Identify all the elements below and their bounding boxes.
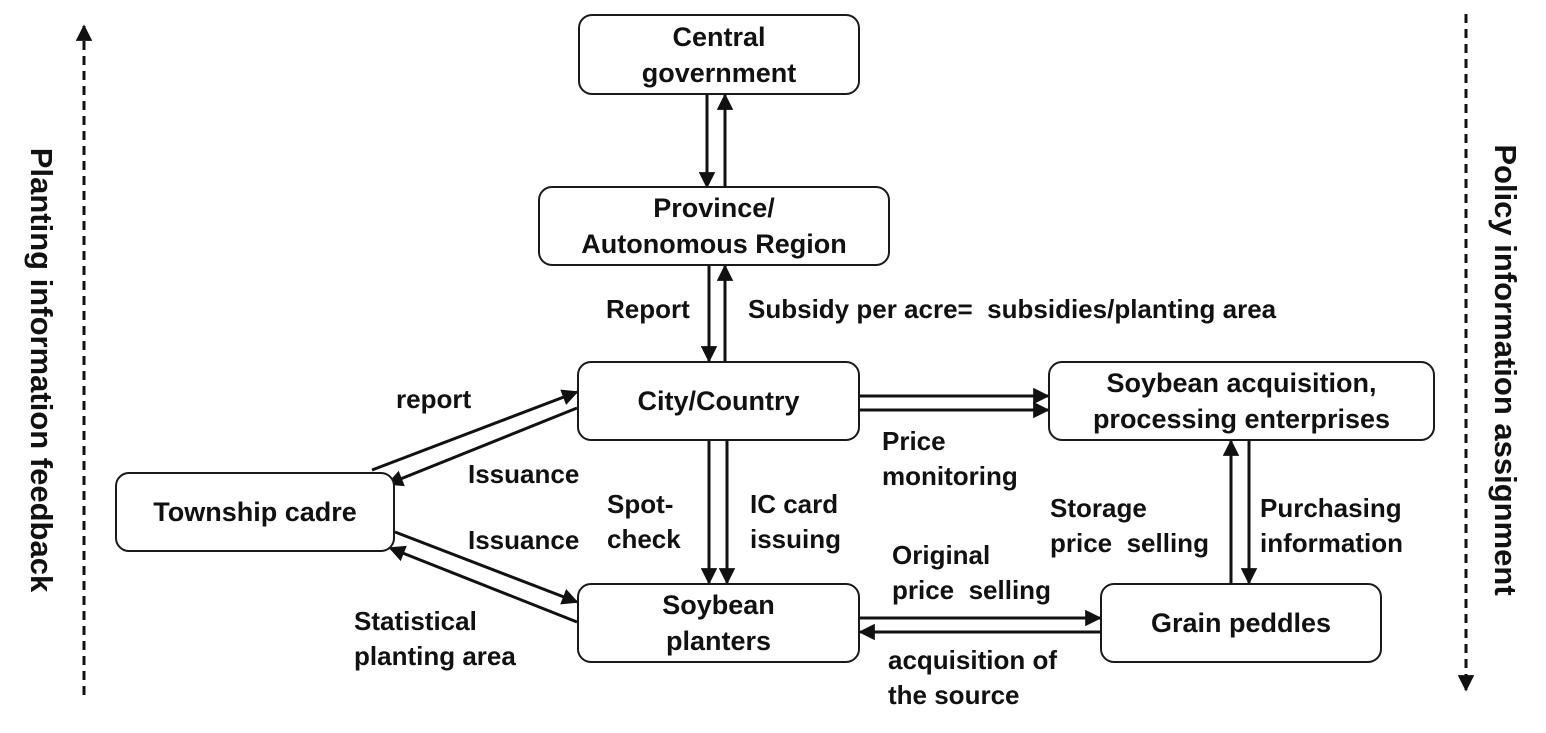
node-city-country: City/Country [577, 361, 860, 441]
side-label-planting-feedback: Planting information feedback [24, 147, 59, 593]
node-central-government: Central government [578, 14, 860, 95]
node-grain-peddles: Grain peddles [1100, 583, 1382, 663]
node-soybean-enterprises: Soybean acquisition, processing enterpri… [1048, 361, 1435, 441]
label-price-monitoring: Price monitoring [882, 426, 1018, 491]
node-province: Province/ Autonomous Region [538, 186, 890, 266]
label-issuance-planters: Issuance [468, 525, 580, 555]
label-storage-price-selling: Storage price selling [1050, 493, 1209, 558]
label-purchasing-information: Purchasing information [1260, 493, 1403, 558]
label-original-price-selling: Original price selling [892, 540, 1051, 605]
label-ic-card-issuing: IC card issuing [750, 489, 842, 554]
arrow-township-to-city [371, 389, 579, 472]
arrow-planters-to-township [388, 545, 578, 624]
label-acquisition-of-source: acquisition of the source [888, 645, 1057, 710]
label-issuance-city: Issuance [468, 459, 580, 489]
label-statistical-planting-area: Statistical planting area [354, 606, 516, 671]
arrow-city-to-township [386, 406, 578, 487]
label-report-city: report [396, 384, 472, 414]
node-soybean-planters: Soybean planters [577, 583, 860, 663]
label-spot-check: Spot- check [607, 489, 681, 554]
node-township-cadre: Township cadre [115, 472, 395, 552]
label-report-province: Report [606, 294, 690, 324]
label-subsidy-per-acre: Subsidy per acre= subsidies/planting are… [748, 294, 1277, 324]
arrow-township-to-planters [394, 530, 579, 605]
side-label-policy-assignment: Policy information assignment [1488, 144, 1523, 596]
